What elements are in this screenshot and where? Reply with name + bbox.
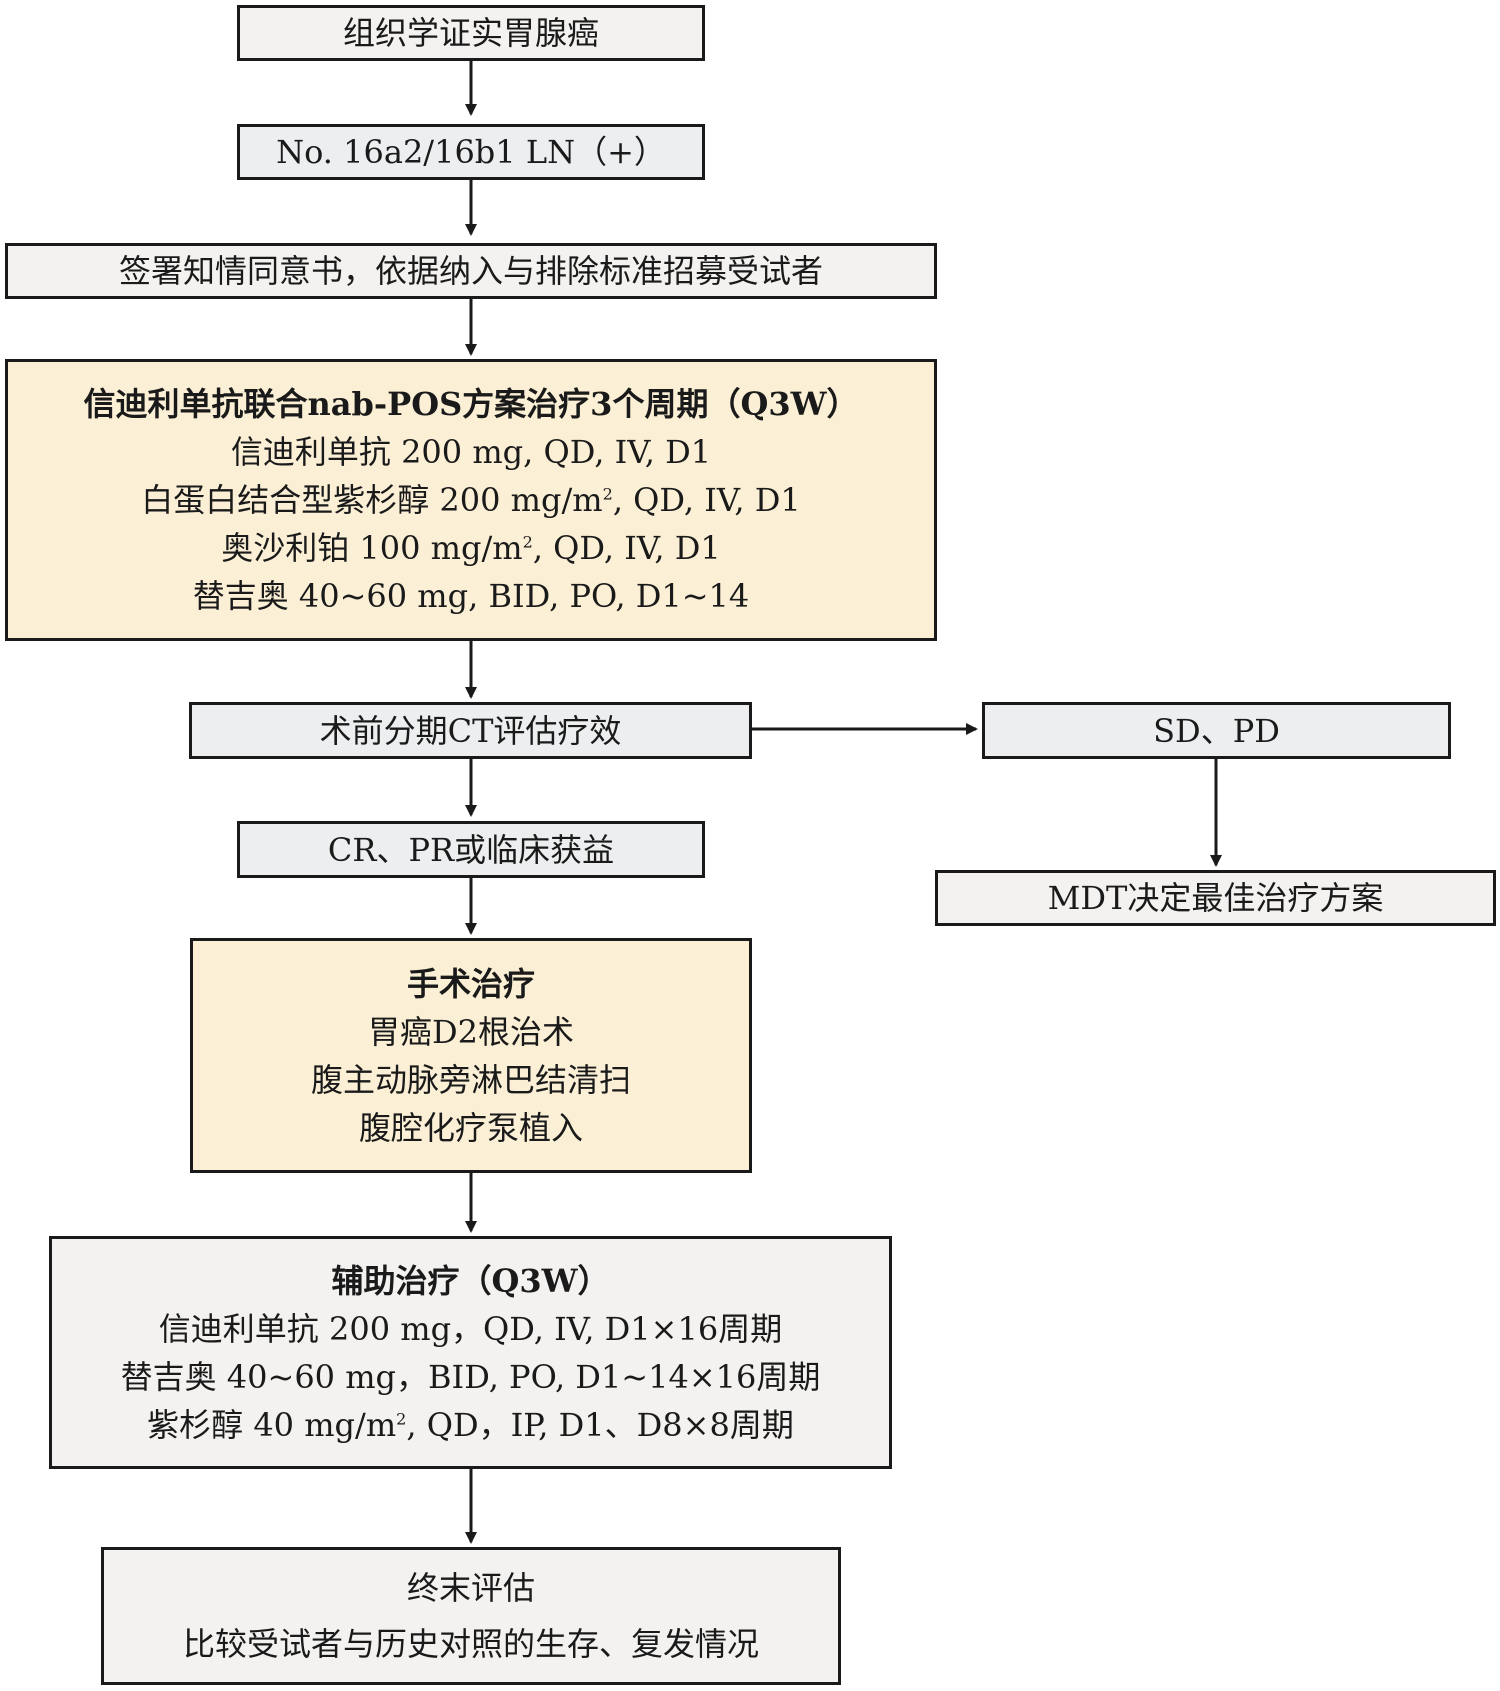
surgery-box: 手术治疗 胃癌D2根治术 腹主动脉旁淋巴结清扫 腹腔化疗泵植入 [190, 938, 752, 1173]
neoadjuvant-line-s1: 替吉奥 40~60 mg, BID, PO, D1~14 [192, 577, 750, 615]
adjuvant-line-paclitaxel: 紫杉醇 40 mg/m2, QD，IP, D1、D8×8周期 [147, 1405, 794, 1444]
sd-pd-box: SD、PD [982, 702, 1451, 759]
surgery-line-pump: 腹腔化疗泵植入 [358, 1108, 583, 1147]
ct-eval-box: 术前分期CT评估疗效 [189, 702, 752, 759]
surgery-title: 手术治疗 [406, 964, 535, 1003]
neoadjuvant-line-nab-paclitaxel: 白蛋白结合型紫杉醇 200 mg/m2, QD, IV, D1 [141, 481, 801, 519]
adjuvant-box: 辅助治疗（Q3W） 信迪利单抗 200 mg，QD, IV, D1×16周期 替… [49, 1236, 892, 1469]
neoadjuvant-title: 信迪利单抗联合nab-POS方案治疗3个周期（Q3W） [83, 385, 859, 423]
cr-pr-text: CR、PR或临床获益 [327, 830, 615, 869]
adjuvant-line-s1: 替吉奥 40~60 mg，BID, PO, D1~14×16周期 [120, 1357, 821, 1396]
adjuvant-line-sintilimab: 信迪利单抗 200 mg，QD, IV, D1×16周期 [158, 1309, 783, 1348]
diagnosis-box: 组织学证实胃腺癌 [237, 5, 705, 61]
mdt-box: MDT决定最佳治疗方案 [935, 870, 1496, 926]
surgery-line-lymphadenectomy: 腹主动脉旁淋巴结清扫 [310, 1060, 631, 1099]
sd-pd-text: SD、PD [1153, 711, 1280, 750]
final-eval-box: 终末评估 比较受试者与历史对照的生存、复发情况 [101, 1547, 841, 1685]
adjuvant-title: 辅助治疗（Q3W） [331, 1261, 610, 1300]
lymph-node-text: No. 16a2/16b1 LN（+） [276, 133, 666, 171]
neoadjuvant-box: 信迪利单抗联合nab-POS方案治疗3个周期（Q3W） 信迪利单抗 200 mg… [5, 359, 937, 641]
neoadjuvant-line-oxaliplatin: 奥沙利铂 100 mg/m2, QD, IV, D1 [221, 529, 721, 567]
final-eval-title: 终末评估 [406, 1569, 535, 1607]
lymph-node-box: No. 16a2/16b1 LN（+） [237, 124, 705, 180]
diagnosis-text: 组织学证实胃腺癌 [342, 14, 599, 52]
final-eval-description: 比较受试者与历史对照的生存、复发情况 [182, 1625, 759, 1663]
mdt-text: MDT决定最佳治疗方案 [1047, 879, 1384, 917]
cr-pr-box: CR、PR或临床获益 [237, 821, 705, 878]
consent-text: 签署知情同意书，依据纳入与排除标准招募受试者 [118, 252, 823, 290]
surgery-line-d2: 胃癌D2根治术 [367, 1012, 575, 1051]
ct-eval-text: 术前分期CT评估疗效 [319, 711, 622, 750]
neoadjuvant-line-sintilimab: 信迪利单抗 200 mg, QD, IV, D1 [230, 433, 712, 471]
consent-box: 签署知情同意书，依据纳入与排除标准招募受试者 [5, 243, 937, 299]
